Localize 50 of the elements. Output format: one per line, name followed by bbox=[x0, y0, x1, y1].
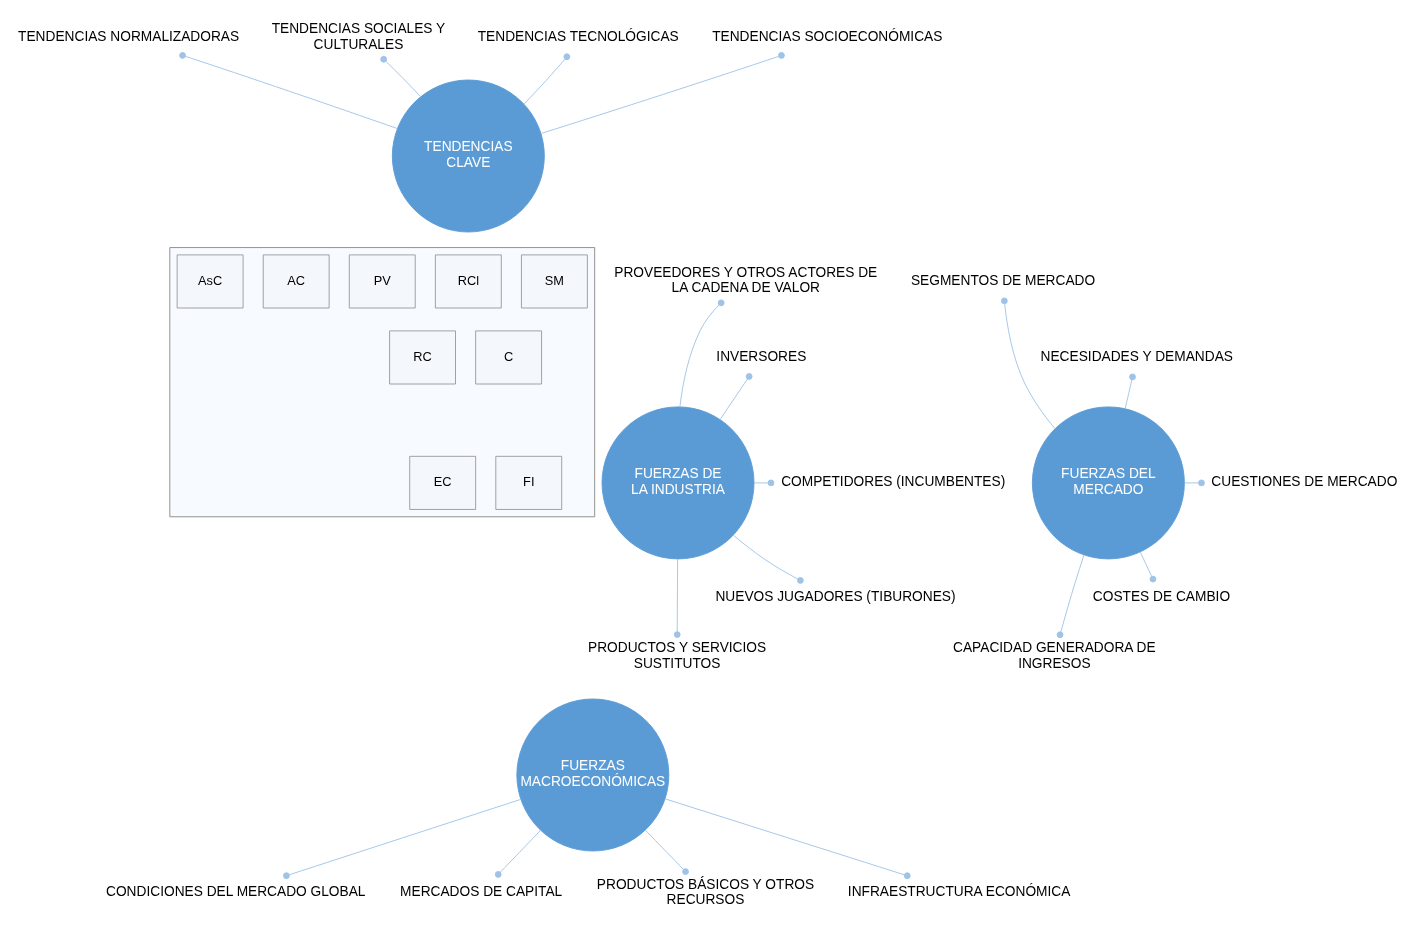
connector bbox=[1056, 554, 1085, 638]
node-text: CAPACIDAD GENERADORA DE INGRESOS bbox=[953, 639, 1156, 671]
node-circle: FUERZAS DEL MERCADO bbox=[1031, 405, 1185, 559]
node-text: TENDENCIAS SOCIOECONÓMICAS bbox=[712, 28, 943, 44]
node-box: EC bbox=[409, 455, 477, 510]
connector bbox=[645, 829, 689, 875]
connector bbox=[673, 558, 681, 638]
node-text: MERCADOS DE CAPITAL bbox=[400, 883, 563, 899]
node-text: INVERSORES bbox=[716, 348, 807, 364]
node-box: AsC bbox=[176, 253, 244, 308]
node-text: NUEVOS JUGADORES (TIBURONES) bbox=[715, 588, 956, 604]
node-text: NECESIDADES Y DEMANDAS bbox=[1040, 348, 1233, 364]
node-text: INFRAESTRUCTURA ECONÓMICA bbox=[847, 883, 1071, 899]
connector bbox=[753, 479, 775, 486]
cluster bbox=[169, 246, 596, 517]
connector bbox=[179, 51, 398, 129]
node-text: CONDICIONES DEL MERCADO GLOBAL bbox=[106, 883, 366, 899]
connector bbox=[494, 829, 542, 878]
connector bbox=[523, 52, 571, 105]
node-box: FI bbox=[495, 455, 563, 510]
node-text: PRODUCTOS BÁSICOS Y OTROS RECURSOS bbox=[596, 876, 815, 907]
connector bbox=[1000, 297, 1056, 429]
connector bbox=[732, 534, 804, 584]
connector bbox=[664, 797, 911, 879]
connector bbox=[283, 798, 522, 879]
node-text: TENDENCIAS SOCIALES Y CULTURALES bbox=[271, 20, 446, 52]
connector bbox=[719, 372, 753, 420]
node-box: PV bbox=[348, 253, 416, 308]
connector bbox=[380, 55, 421, 97]
connector bbox=[1124, 373, 1136, 409]
node-text: PROVEEDORES Y OTROS ACTORES DE LA CADENA DE VALOR bbox=[614, 264, 878, 295]
node-box: RC bbox=[389, 329, 456, 384]
node-text: SEGMENTOS DE MERCADO bbox=[910, 272, 1096, 288]
node-circle: TENDENCIAS CLAVE bbox=[391, 79, 545, 232]
node-text: TENDENCIAS TECNOLÓGICAS bbox=[477, 28, 679, 44]
node-text: TENDENCIAS NORMALIZADORAS bbox=[18, 28, 240, 44]
connector bbox=[1184, 479, 1205, 486]
node-text: PRODUCTOS Y SERVICIOS SUSTITUTOS bbox=[588, 639, 767, 671]
node-box: SM bbox=[521, 253, 588, 308]
connector bbox=[1139, 551, 1157, 582]
node-box: C bbox=[475, 329, 543, 384]
node-box: AC bbox=[262, 253, 330, 308]
node-text: CUESTIONES DE MERCADO bbox=[1211, 473, 1398, 489]
node-text: COMPETIDORES (INCUMBENTES) bbox=[781, 473, 1006, 489]
node-text: COSTES DE CAMBIO bbox=[1092, 588, 1231, 604]
connector bbox=[679, 298, 725, 407]
node-box: RCl bbox=[434, 253, 502, 308]
node-circle: FUERZAS DE LA INDUSTRIA bbox=[601, 405, 755, 559]
connector bbox=[540, 51, 785, 134]
node-circle: FUERZAS MACROECONÓMICAS bbox=[516, 698, 670, 851]
